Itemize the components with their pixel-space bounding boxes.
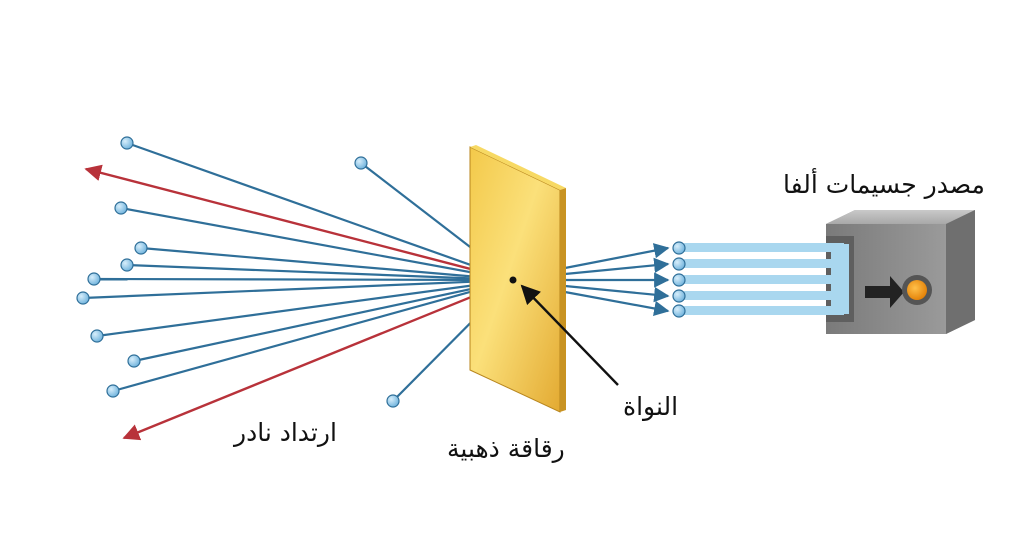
- gold-foil-label: رقاقة ذهبية: [447, 434, 565, 463]
- rebound-paths: [84, 164, 514, 441]
- gold-foil: [469, 145, 566, 413]
- incident-beam: [684, 243, 844, 315]
- nucleus-label: النواة: [623, 392, 679, 421]
- alpha-source-box: [826, 210, 975, 334]
- scattered-particles: [76, 136, 400, 408]
- source-emitter-arrow-icon: [865, 276, 904, 308]
- beam-particles: [672, 241, 686, 318]
- scattered-particle-paths: [82, 141, 514, 402]
- nucleus-pointer-arrow: [520, 284, 619, 386]
- incoming-particle-paths: [564, 243, 670, 317]
- nucleus-dot: [509, 276, 517, 284]
- alpha-source-label: مصدر جسيمات ألفا: [783, 170, 985, 199]
- rare-rebound-label: ارتداد نادر: [234, 418, 337, 447]
